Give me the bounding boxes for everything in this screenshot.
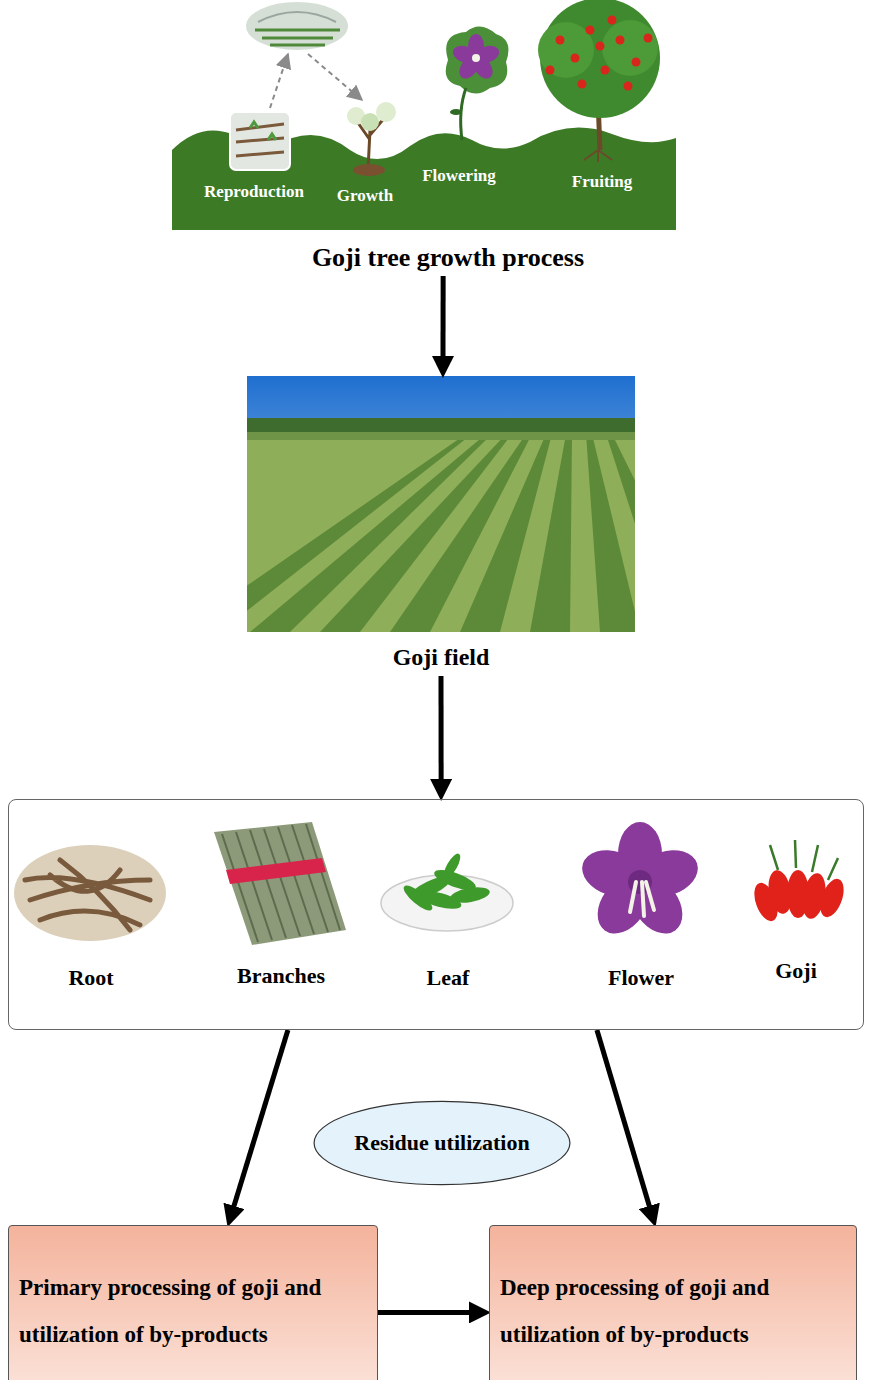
caption-label: Goji tree growth process <box>312 244 584 273</box>
growth-panel: Reproduction Growth Flowering FruitingGoji … <box>172 0 676 276</box>
part-item: Leaf <box>378 836 518 996</box>
part-item: Branches <box>206 836 356 996</box>
caption-label: Fruiting <box>572 173 632 192</box>
field-photo <box>247 376 635 632</box>
node-label: Primary processing of goji and utilizati… <box>19 1264 367 1358</box>
caption-label: Branches <box>237 964 325 988</box>
branches-image <box>214 822 346 945</box>
root-image <box>14 845 166 941</box>
flow-arrow <box>440 276 445 364</box>
process-box: Primary processing of goji and utilizati… <box>8 1225 378 1380</box>
caption-label: Goji <box>775 959 817 983</box>
flow-arrow <box>232 1030 288 1214</box>
goji-image <box>750 840 848 924</box>
caption-label: Reproduction <box>204 183 304 202</box>
parts-box: Root Branches Leaf Flower Goji <box>8 799 864 1030</box>
caption-label: Leaf <box>427 966 470 990</box>
ellipse-shape <box>314 1101 570 1184</box>
photo-panel: Goji field <box>247 376 635 676</box>
flow-arrow <box>597 1030 652 1213</box>
flower-image <box>576 822 704 943</box>
leaf-image <box>381 851 513 931</box>
node-label: Deep processing of goji and utilization … <box>500 1264 846 1358</box>
caption-label: Goji field <box>393 644 490 670</box>
part-item: Goji <box>726 836 866 996</box>
caption-label: Flower <box>608 966 674 990</box>
caption-label: Root <box>68 966 113 990</box>
node-label: Residue utilization <box>354 1130 529 1156</box>
caption-label: Flowering <box>422 167 496 186</box>
growth-band <box>172 0 676 230</box>
flow-arrow <box>378 1310 477 1315</box>
process-box: Deep processing of goji and utilization … <box>489 1225 857 1380</box>
part-item: Root <box>16 836 166 996</box>
caption-label: Growth <box>337 187 393 206</box>
flow-arrow <box>439 676 444 787</box>
part-item: Flower <box>566 836 716 996</box>
ellipse-node: Residue utilization <box>312 1100 572 1186</box>
